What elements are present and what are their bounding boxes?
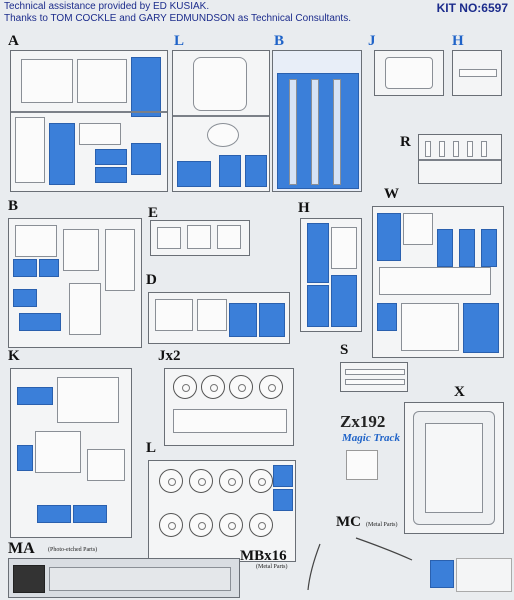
sprue-a xyxy=(10,50,168,192)
sprue-w xyxy=(372,206,504,358)
sprue-label-j: J xyxy=(368,33,376,49)
metal-wire-parts xyxy=(307,537,413,591)
sprue-label-h-top: H xyxy=(452,33,464,49)
sprue-label-l: L xyxy=(174,33,185,49)
sprue-label-h: H xyxy=(298,200,310,216)
notice-box xyxy=(456,558,512,592)
sprue-r xyxy=(418,134,502,184)
sprue-label-x: X xyxy=(454,384,465,400)
track-link-image xyxy=(346,450,378,480)
sprue-h-top xyxy=(452,50,502,96)
sprue-label-a: A xyxy=(8,33,19,49)
sprue-x xyxy=(404,402,504,534)
credits-line-2: Thanks to TOM COCKLE and GARY EDMUNDSON … xyxy=(4,13,351,24)
sprue-label-l-bottom: L xyxy=(146,440,157,456)
sprue-l-bottom xyxy=(148,460,296,562)
highlight-swatch xyxy=(430,560,454,588)
sprue-label-d: D xyxy=(146,272,157,288)
sprue-label-r: R xyxy=(400,134,411,150)
credits-line-1: Technical assistance provided by ED KUSI… xyxy=(4,1,210,12)
sprue-h xyxy=(300,218,362,332)
sprue-jx2 xyxy=(164,368,294,446)
sprue-b xyxy=(8,218,142,348)
sprue-label-w: W xyxy=(384,186,399,202)
magic-track-logo: Magic Track xyxy=(342,432,400,444)
sprue-label-e: E xyxy=(148,205,159,221)
sprue-label-s: S xyxy=(340,342,349,358)
mc-subtitle: (Metal Parts) xyxy=(366,522,398,528)
ma-subtitle: (Photo-etched Parts) xyxy=(48,547,98,553)
sprue-j xyxy=(374,50,444,96)
sprue-b-top xyxy=(272,50,362,192)
sprue-label-mc: MC xyxy=(336,514,361,530)
sprue-s xyxy=(340,362,408,392)
sprue-k xyxy=(10,368,132,538)
sprue-label-ma: MA xyxy=(8,540,35,557)
sprue-e xyxy=(150,220,250,256)
kit-number: KIT NO:6597 xyxy=(436,1,508,15)
sprue-l xyxy=(172,50,270,192)
sprue-label-k: K xyxy=(8,348,20,364)
mb-subtitle: (Metal Parts) xyxy=(256,564,288,570)
sprue-label-mb: MBx16 xyxy=(240,548,287,564)
sprue-label-b: B xyxy=(8,198,19,214)
zx192-label: Zx192 xyxy=(340,412,386,431)
sprue-label-jx2: Jx2 xyxy=(158,348,181,364)
sprue-d xyxy=(148,292,290,344)
photo-etch-fret xyxy=(8,558,240,598)
sprue-label-b-top: B xyxy=(274,33,285,49)
